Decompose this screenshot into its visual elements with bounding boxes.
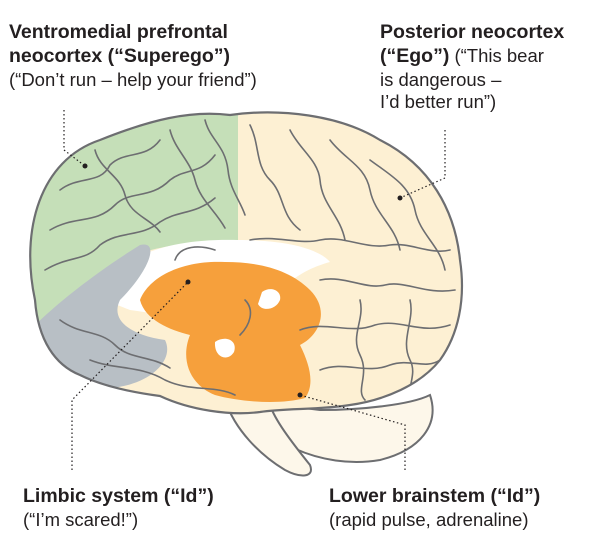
posterior-quote-line3: I’d better run”) <box>380 91 608 114</box>
limbic-quote: (“I’m scared!”) <box>23 509 293 532</box>
posterior-title-line1: Posterior neocortex <box>380 21 608 45</box>
brainstem-title: Lower brainstem (“Id”) <box>329 485 599 509</box>
limbic-title: Limbic system (“Id”) <box>23 485 293 509</box>
limbic-label: Limbic system (“Id”) (“I’m scared!”) <box>23 485 293 531</box>
posterior-label: Posterior neocortex (“Ego”) (“This bear … <box>380 21 608 114</box>
leader-dot-posterior <box>398 196 403 201</box>
posterior-title-line2: (“Ego”) <box>380 45 449 67</box>
brainstem-label: Lower brainstem (“Id”) (rapid pulse, adr… <box>329 485 599 531</box>
leader-dot-limbic <box>186 280 191 285</box>
brainstem-quote: (rapid pulse, adrenaline) <box>329 509 599 532</box>
vmpfc-title-line2: neocortex (“Superego”) <box>9 45 339 69</box>
vmpfc-label: Ventromedial prefrontal neocortex (“Supe… <box>9 21 339 91</box>
vmpfc-title-line1: Ventromedial prefrontal <box>9 21 339 45</box>
posterior-quote-line2: is dangerous – <box>380 69 608 92</box>
posterior-quote-line1: (“This bear <box>449 45 544 66</box>
leader-dot-vmpfc <box>83 164 88 169</box>
vmpfc-quote: (“Don’t run – help your friend”) <box>9 69 339 92</box>
leader-dot-brainstem <box>298 393 303 398</box>
